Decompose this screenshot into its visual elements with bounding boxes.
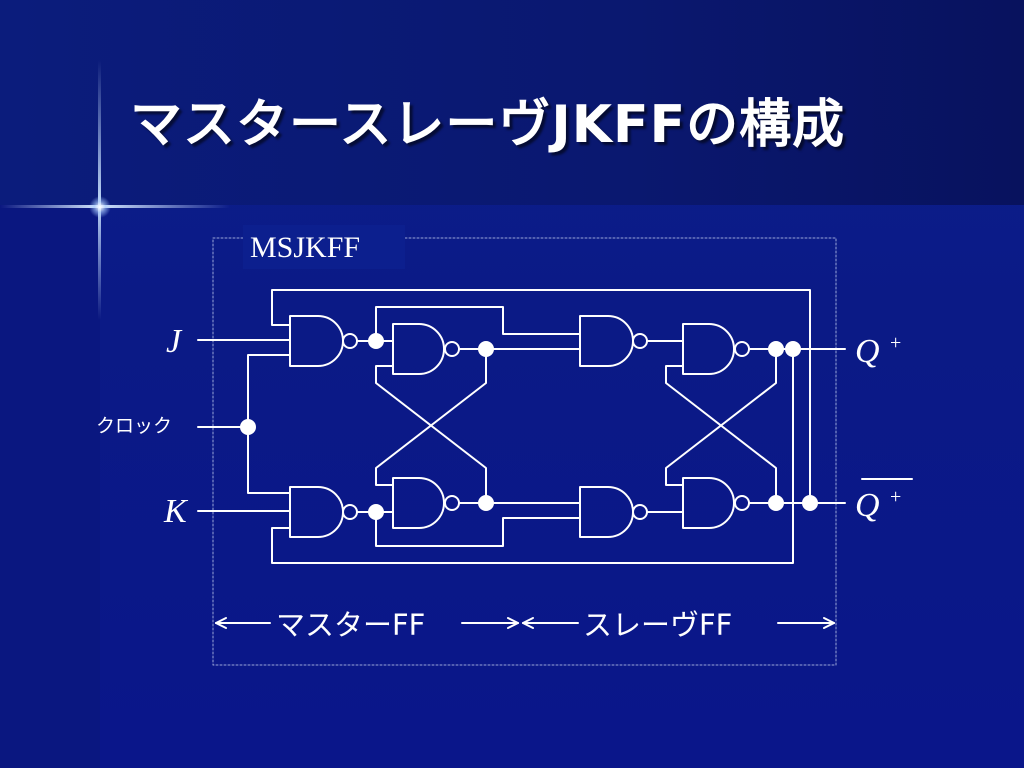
slave-latch-gate-bottom-bubble bbox=[734, 495, 750, 511]
module-label-background bbox=[243, 225, 405, 269]
q-output-superscript: + bbox=[890, 332, 901, 354]
slave-input-gate-bottom bbox=[579, 486, 634, 538]
j-input-label: J bbox=[166, 323, 183, 360]
master-latch-gate-top-bubble bbox=[444, 341, 460, 357]
q-output-label: Q bbox=[855, 333, 880, 370]
master-input-gate-bottom-bubble bbox=[342, 504, 358, 520]
junction-dot bbox=[478, 495, 494, 511]
slave-latch-gate-top bbox=[682, 323, 735, 375]
decorative-glow-star bbox=[89, 196, 111, 218]
feedback-loop-wire-bottom bbox=[271, 349, 794, 564]
module-label: MSJKFF bbox=[250, 231, 360, 264]
master-latch-gate-bottom-bubble bbox=[444, 495, 460, 511]
q-bar-output-label: Q bbox=[855, 487, 880, 524]
decorative-glow-line-vertical bbox=[98, 60, 101, 320]
clock-input-label: クロック bbox=[96, 415, 172, 437]
master-input-gate-top bbox=[289, 315, 344, 367]
master-stage-label: マスターFF bbox=[276, 608, 425, 642]
junction-dot bbox=[802, 495, 818, 511]
master-cross-wire-a bbox=[375, 348, 487, 486]
slave-cross-wire-a bbox=[665, 348, 777, 486]
left-band bbox=[0, 205, 100, 768]
junction-dot bbox=[478, 341, 494, 357]
master-input-gate-top-bubble bbox=[342, 333, 358, 349]
junction-dots bbox=[240, 333, 818, 520]
junction-dot bbox=[368, 333, 384, 349]
title-band bbox=[0, 0, 1024, 205]
slave-stage-label: スレーヴFF bbox=[583, 608, 732, 642]
slave-latch-gate-bottom bbox=[682, 477, 735, 529]
k-input-label: K bbox=[163, 493, 189, 530]
slave-cross-wire-b bbox=[665, 365, 777, 504]
feedback-loop-wire bbox=[271, 289, 811, 504]
master-latch-gate-top bbox=[392, 323, 445, 375]
junction-dot bbox=[368, 504, 384, 520]
master-input-gate-bottom bbox=[289, 486, 344, 538]
module-boundary bbox=[212, 237, 837, 666]
decorative-glow-line-horizontal bbox=[0, 205, 230, 208]
slave-input-gate-top bbox=[579, 315, 634, 367]
master-latch-gate-bottom bbox=[392, 477, 445, 529]
q-bar-output-superscript: + bbox=[890, 486, 901, 508]
junction-dot bbox=[785, 341, 801, 357]
junction-dot bbox=[768, 495, 784, 511]
master-cross-wire-b bbox=[375, 365, 487, 504]
slide-title: マスタースレーヴJKFFの構成 bbox=[130, 95, 846, 155]
slave-input-gate-bottom-bubble bbox=[632, 504, 648, 520]
junction-dot bbox=[768, 341, 784, 357]
slave-latch-gate-top-bubble bbox=[734, 341, 750, 357]
junction-dot bbox=[240, 419, 256, 435]
slave-input-gate-top-bubble bbox=[632, 333, 648, 349]
